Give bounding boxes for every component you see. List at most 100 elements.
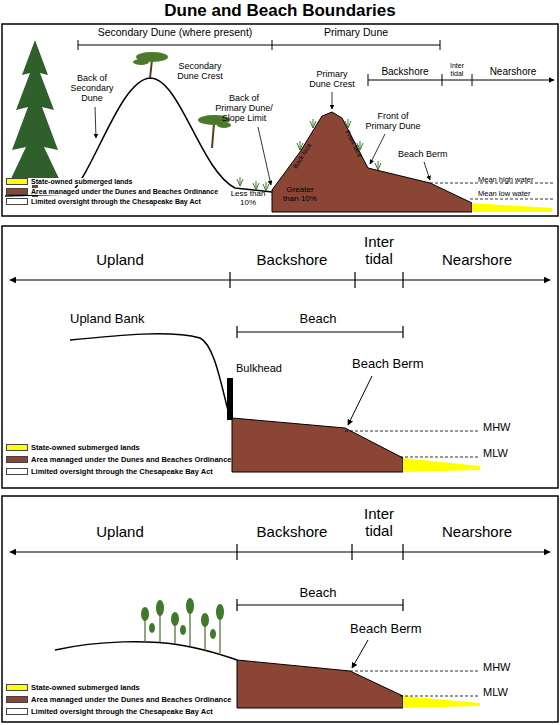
dune-grass xyxy=(237,119,381,191)
legend-swatch xyxy=(6,188,28,195)
legend-text: Area managed under the Dunes and Beaches… xyxy=(31,188,218,195)
boundary-label: Primary Dune xyxy=(296,27,416,39)
boundary-label: Beach xyxy=(278,586,358,600)
boundary-label: Bulkhead xyxy=(236,362,282,374)
legend-text: Area managed under the Dunes and Beaches… xyxy=(31,695,231,704)
shrub-leaf xyxy=(210,629,216,639)
boundary-label: Front of Primary Dune xyxy=(363,112,423,132)
boundary-label: Inter tidal xyxy=(445,62,469,77)
legend-row: Limited oversight through the Chesapeake… xyxy=(6,467,213,476)
submerged-lands xyxy=(403,458,480,472)
boundary-label: Primary Dune Crest xyxy=(307,70,357,90)
panel-frame xyxy=(2,496,558,722)
leader-arrow xyxy=(348,376,372,425)
boundary-label: Beach Berm xyxy=(398,150,448,160)
beach-bracket xyxy=(237,599,403,611)
legend-text: Limited oversight through the Chesapeake… xyxy=(31,198,201,205)
shrub-leaf xyxy=(201,613,209,627)
zone-arrow xyxy=(472,80,554,81)
legend-swatch xyxy=(6,468,28,475)
boundary-label: Back of Secondary Dune xyxy=(68,74,116,104)
legend-row: State-owned submerged lands xyxy=(6,178,133,185)
shrub-leaf xyxy=(156,600,164,616)
legend-swatch xyxy=(6,198,28,205)
panel-frame xyxy=(2,226,558,488)
boundary-label: Beach xyxy=(278,312,358,326)
legend-text: State-owned submerged lands xyxy=(31,683,140,692)
boundary-label: Beach Berm xyxy=(350,622,422,636)
zone-bracket xyxy=(78,40,440,50)
diagram-title: Dune and Beach Boundaries xyxy=(0,1,560,21)
boundary-label: Nearshore xyxy=(473,66,553,77)
boundary-label: Nearshore xyxy=(422,524,532,541)
boundary-label: Secondary Dune Crest xyxy=(172,62,228,82)
water-line xyxy=(345,431,480,457)
boundary-label: Upland Bank xyxy=(70,312,144,326)
boundary-label: Inter tidal xyxy=(357,234,401,267)
legend-swatch xyxy=(6,178,28,185)
beach-bracket xyxy=(237,326,403,338)
legend-row: State-owned submerged lands xyxy=(6,683,140,692)
boundary-label: MHW xyxy=(483,661,511,673)
legend-row: Limited oversight through the Chesapeake… xyxy=(6,198,201,205)
legend-swatch xyxy=(6,684,28,691)
legend-row: Area managed under the Dunes and Beaches… xyxy=(6,188,218,195)
boundary-label: Less than 10% xyxy=(229,190,267,208)
boundary-label: Backshore xyxy=(242,252,342,269)
shrub-leaf xyxy=(216,604,224,620)
upland-bank xyxy=(70,334,230,418)
boundary-label: Mean high water xyxy=(478,176,533,184)
boundary-label: Greater than 10% xyxy=(278,186,322,204)
shrub-leaf xyxy=(149,623,155,633)
managed-area xyxy=(237,660,403,708)
shrub-leaves xyxy=(141,598,224,639)
zone-arrow xyxy=(10,279,550,280)
legend-row: Area managed under the Dunes and Beaches… xyxy=(6,455,231,464)
boundary-label: MHW xyxy=(483,421,511,433)
legend-text: Limited oversight through the Chesapeake… xyxy=(31,707,213,716)
legend-swatch xyxy=(6,708,28,715)
shrub-leaf xyxy=(180,625,186,635)
tree-canopy xyxy=(133,59,149,65)
boundary-label: Mean low water xyxy=(478,190,531,198)
leader-arrow xyxy=(424,162,430,180)
legend-row: State-owned submerged lands xyxy=(6,443,140,452)
tree-canopy xyxy=(217,122,231,128)
shrub-leaf xyxy=(186,598,194,614)
water-line xyxy=(350,671,480,696)
boundary-label: Secondary Dune (where present) xyxy=(75,27,275,39)
boundary-label: Nearshore xyxy=(422,252,532,269)
boundary-label: Beach Berm xyxy=(352,357,424,371)
boundary-label: Upland xyxy=(70,252,170,269)
leader-arrow xyxy=(95,107,96,138)
boundary-label: Inter tidal xyxy=(357,506,401,539)
zone-arrow xyxy=(10,551,550,552)
submerged-lands xyxy=(472,203,552,212)
boundary-label: Backshore xyxy=(370,66,440,77)
zone-tick xyxy=(230,272,403,288)
legend-text: Limited oversight through the Chesapeake… xyxy=(31,467,213,476)
legend-row: Limited oversight through the Chesapeake… xyxy=(6,707,213,716)
leader-arrow xyxy=(370,134,385,164)
boundary-label: MLW xyxy=(483,686,508,698)
conifer-tree xyxy=(8,40,62,185)
managed-area xyxy=(232,418,403,472)
bulkhead-wall xyxy=(227,378,233,420)
legend-swatch xyxy=(6,456,28,463)
ground-profile xyxy=(55,642,237,660)
leader-arrow xyxy=(258,127,271,185)
managed-area xyxy=(272,112,472,212)
legend-swatch xyxy=(6,444,28,451)
legend-text: State-owned submerged lands xyxy=(31,443,140,452)
legend-swatch xyxy=(6,696,28,703)
panel-frame xyxy=(2,24,558,216)
legend-text: State-owned submerged lands xyxy=(31,178,133,185)
submerged-lands xyxy=(403,696,480,708)
water-line xyxy=(430,183,555,199)
shrub-leaf xyxy=(171,612,179,626)
boundary-label: Upland xyxy=(70,524,170,541)
boundary-label: Backshore xyxy=(242,524,342,541)
leader-arrow xyxy=(352,640,368,668)
leader-arrow xyxy=(332,92,333,109)
